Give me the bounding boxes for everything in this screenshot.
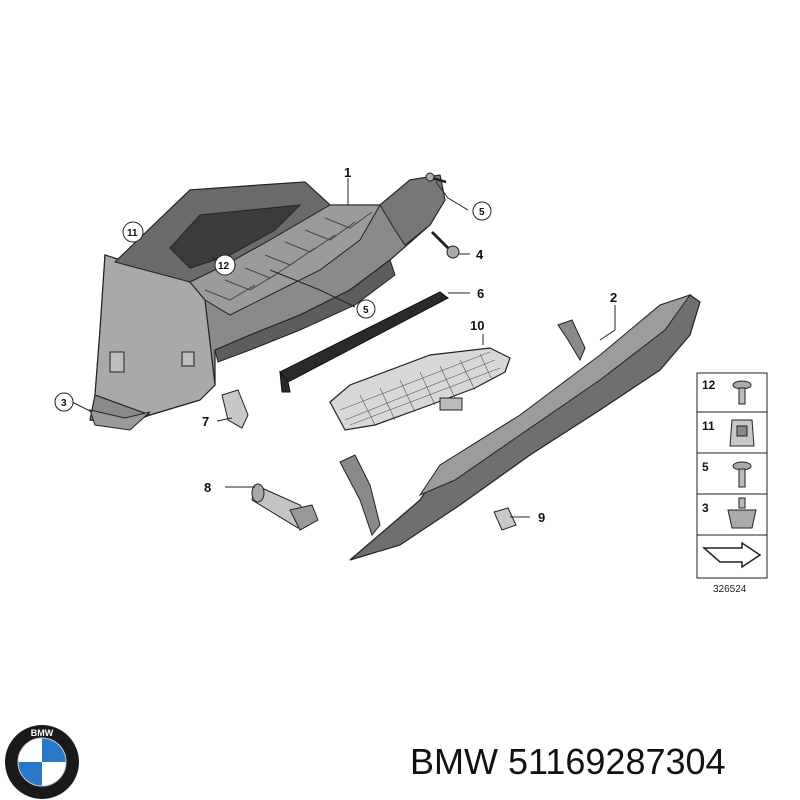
arrow-icon [702, 541, 762, 569]
part-number: 51169287304 [508, 741, 726, 782]
callout-1: 1 [344, 165, 351, 180]
callout-8: 8 [204, 480, 211, 495]
glove-box-lid [339, 294, 701, 561]
callout-12: 12 [218, 261, 230, 272]
callout-2: 2 [610, 290, 617, 305]
damper [251, 483, 319, 531]
trim-strip [279, 291, 449, 393]
callout-5-top: 5 [479, 207, 485, 218]
clip [221, 389, 249, 429]
callout-11: 11 [127, 228, 138, 239]
callout-10: 10 [470, 318, 484, 333]
callout-3: 3 [61, 398, 67, 409]
callout-4: 4 [476, 247, 484, 262]
clip-nut-icon [729, 419, 755, 447]
screw-icon [732, 461, 752, 488]
callout-5-mid: 5 [363, 305, 369, 316]
screw-icon [732, 380, 752, 405]
callout-7: 7 [202, 414, 209, 429]
storage-net [329, 347, 511, 431]
fastener-legend: 12 11 5 3 326524 [696, 372, 768, 595]
svg-text:BMW: BMW [31, 728, 54, 738]
callouts: 1 2 3 4 5 5 6 7 8 9 10 11 12 [54, 165, 617, 525]
nut [493, 507, 517, 531]
legend-item-11: 11 [702, 419, 715, 433]
part-title: BMW 51169287304 [410, 740, 790, 784]
brand-name: BMW [410, 741, 498, 782]
glove-box-body [89, 174, 446, 431]
diagram-number: 326524 [713, 584, 747, 595]
legend-item-12: 12 [702, 378, 716, 392]
callout-6: 6 [477, 286, 484, 301]
screw-5-top [425, 172, 447, 184]
expanding-nut-icon [727, 497, 757, 529]
screw-4 [430, 230, 460, 259]
legend-item-3: 3 [702, 501, 709, 515]
bmw-logo: BMW [5, 725, 79, 799]
callout-9: 9 [538, 510, 545, 525]
legend-item-5: 5 [702, 460, 709, 474]
